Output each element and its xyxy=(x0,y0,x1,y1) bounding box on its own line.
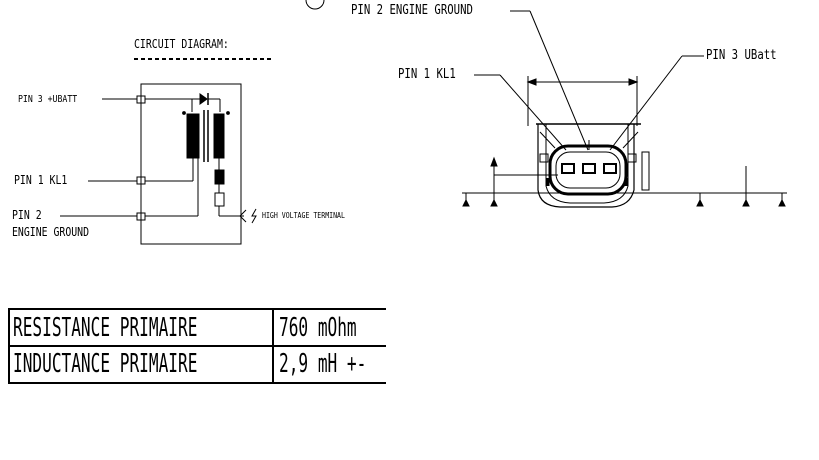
connector-chamfer-lines xyxy=(539,131,639,149)
circuit-pin2-label: PIN 2 xyxy=(12,208,42,222)
dimension-arrow-left xyxy=(526,78,537,86)
pin2-contact xyxy=(582,163,596,174)
connector-pin3-label: PIN 3 UBatt xyxy=(706,48,777,63)
table-row-label: RESISTANCE PRIMAIRE xyxy=(13,313,198,343)
table-row-value: 760 mOhm xyxy=(279,313,357,343)
connector-socket xyxy=(548,144,628,196)
resistor xyxy=(214,192,225,207)
spec-table: RESISTANCE PRIMAIRE 760 mOhm INDUCTANCE … xyxy=(7,308,385,384)
connector-inner-shell xyxy=(545,124,629,204)
primary-winding xyxy=(186,113,200,159)
side-rib-right xyxy=(641,151,650,191)
top-circle-fragment xyxy=(305,0,325,10)
pin1-leader-diag xyxy=(499,74,567,151)
pin1-contact xyxy=(561,163,575,174)
suppression-component xyxy=(214,169,225,185)
connector-pin1-label: PIN 1 KL1 xyxy=(398,67,456,82)
circuit-diagram xyxy=(60,58,272,245)
circuit-pin2-ground-label: ENGINE GROUND xyxy=(12,225,90,239)
hv-terminal-arrow xyxy=(239,209,247,223)
pin3-contact xyxy=(603,163,617,174)
winding-dot-left xyxy=(182,111,186,115)
circuit-diagram-title: CIRCUIT DIAGRAM: xyxy=(134,37,229,51)
latch-left xyxy=(539,153,549,163)
winding-dot-right xyxy=(226,111,230,115)
pin3-leader-diag xyxy=(609,55,683,151)
secondary-winding xyxy=(213,113,225,159)
diode-icon xyxy=(192,93,221,112)
circuit-pin1-label: PIN 1 KL1 xyxy=(14,173,68,187)
connector-outer-shell xyxy=(537,124,635,208)
socket-side-marks xyxy=(546,178,628,186)
pin2-leader-diag xyxy=(529,10,589,151)
high-voltage-terminal-label: HIGH VOLTAGE TERMINAL xyxy=(262,211,345,220)
connector-socket-inner xyxy=(555,151,621,189)
lightning-icon xyxy=(251,208,257,224)
coil-housing-outline xyxy=(140,83,242,245)
circuit-pin3-label: PIN 3 +UBATT xyxy=(18,94,78,105)
connector-pin2-label: PIN 2 ENGINE GROUND xyxy=(351,3,473,18)
connector-drawing xyxy=(462,10,787,208)
spec-table-frame xyxy=(8,308,386,384)
table-row-value: 2,9 mH +- xyxy=(279,349,367,379)
dimension-arrow-right xyxy=(628,78,639,86)
latch-right xyxy=(627,153,637,163)
table-row-label: INDUCTANCE PRIMAIRE xyxy=(13,349,198,379)
